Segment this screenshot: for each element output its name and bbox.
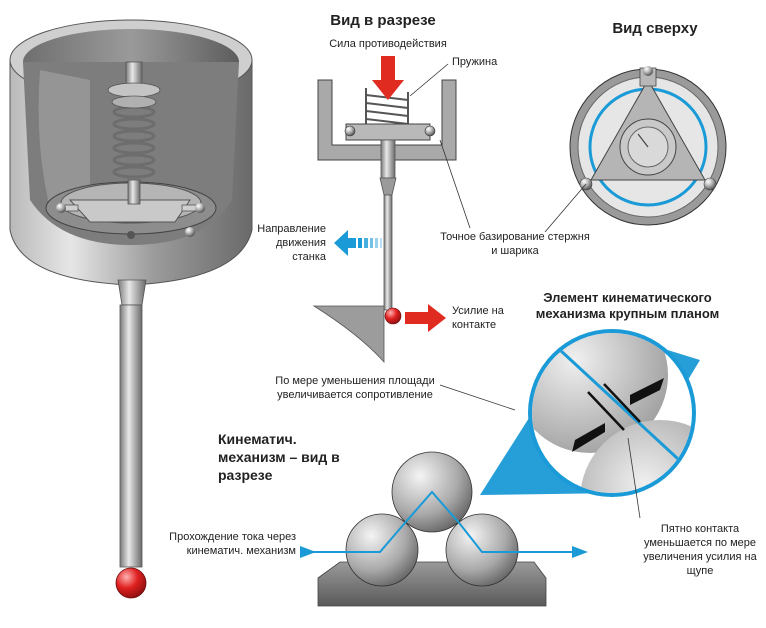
probe-body-illustration xyxy=(9,19,253,599)
blue-arrow-icon xyxy=(334,230,382,256)
section-view-title: Вид в разрезе xyxy=(330,12,436,29)
section-view-graphic xyxy=(312,56,471,364)
red-arrow-icon xyxy=(372,56,404,100)
spring-label: Пружина xyxy=(452,56,498,68)
reaction-force-label: Сила противодействия xyxy=(329,38,447,50)
contact-force-label: Усилие на контакте xyxy=(452,305,504,331)
current-flow-label: Прохождение тока через кинематич. механи… xyxy=(169,531,296,557)
top-view-graphic xyxy=(544,66,727,233)
kinematic-section-graphic xyxy=(300,384,588,607)
top-view-title: Вид сверху xyxy=(612,20,698,37)
movement-direction-label: Направление движения станка xyxy=(257,223,326,263)
closeup-title: Элемент кинематического механизма крупны… xyxy=(535,290,720,321)
kinematic-section-title: Кинематич. механизм – вид в разрезе xyxy=(218,431,340,483)
precise-seating-label: Точное базирование стержня и шарика xyxy=(440,231,590,257)
resistance-increase-label: По мере уменьшения площади увеличивается… xyxy=(275,375,435,401)
contact-patch-label: Пятно контакта уменьшается по мере увели… xyxy=(643,523,757,577)
